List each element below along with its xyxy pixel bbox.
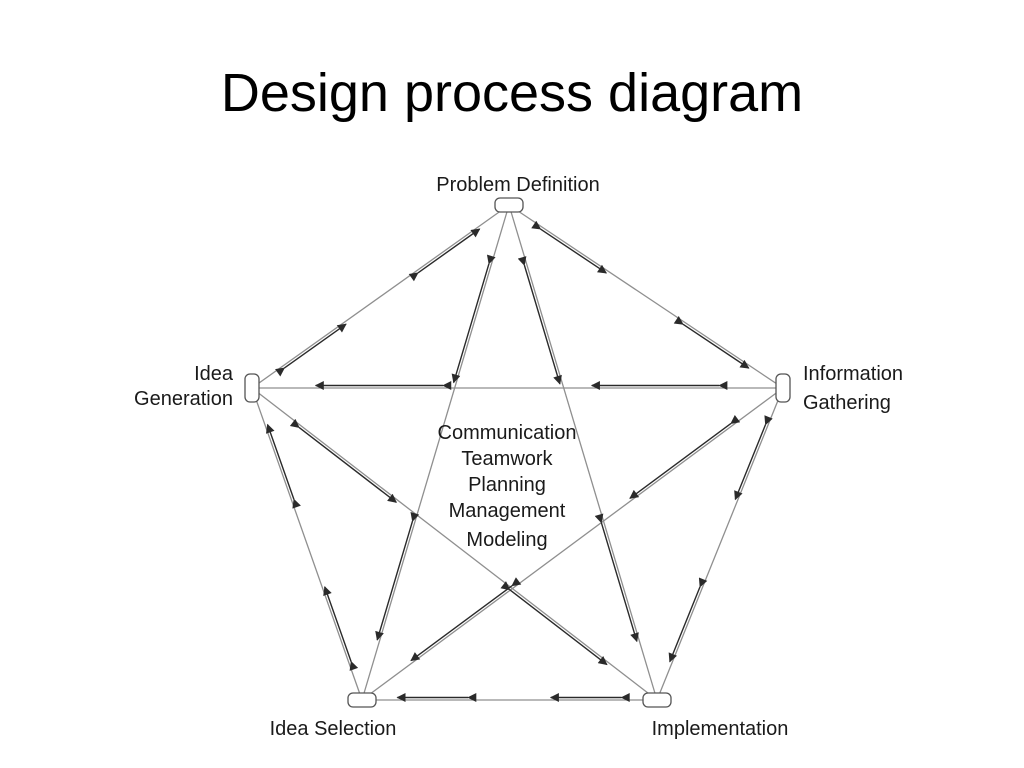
node-label-information-gathering-line2: Gathering bbox=[803, 392, 891, 414]
node-label-implementation: Implementation bbox=[652, 718, 789, 740]
edge-idea-generation-to-problem-definition bbox=[251, 204, 510, 389]
arrow-layer bbox=[266, 220, 773, 702]
double-arrow-information-gathering-to-implementation-far bbox=[668, 577, 708, 663]
center-label-planning: Planning bbox=[468, 474, 546, 496]
double-arrow-idea-selection-to-idea-generation-near bbox=[323, 585, 359, 671]
node-box-idea-selection bbox=[347, 692, 377, 708]
double-arrow-idea-generation-to-problem-definition-near bbox=[275, 323, 347, 377]
double-arrow-information-gathering-to-idea-selection-far bbox=[410, 577, 522, 662]
center-label-teamwork: Teamwork bbox=[461, 448, 553, 470]
center-label-modeling: Modeling bbox=[466, 529, 547, 551]
node-label-idea-generation-line2: Generation bbox=[134, 388, 233, 410]
double-arrow-idea-selection-to-idea-generation-far bbox=[266, 423, 301, 509]
double-arrow-problem-definition-to-information-gathering-near bbox=[531, 220, 607, 274]
node-label-problem-definition: Problem Definition bbox=[436, 174, 599, 196]
node-layer bbox=[244, 197, 791, 708]
double-arrow-information-gathering-to-implementation-near bbox=[734, 415, 773, 501]
double-arrow-problem-definition-to-idea-selection-far bbox=[375, 512, 420, 641]
node-box-information-gathering bbox=[775, 373, 791, 403]
double-arrow-problem-definition-to-implementation-far bbox=[594, 513, 639, 643]
double-arrow-idea-generation-to-problem-definition-far bbox=[408, 228, 481, 282]
node-box-problem-definition bbox=[494, 197, 524, 213]
double-arrow-idea-generation-to-implementation-far bbox=[500, 581, 608, 666]
node-label-idea-generation-line1: Idea bbox=[194, 363, 234, 385]
double-arrow-problem-definition-to-idea-selection-near bbox=[451, 254, 496, 384]
slide-title: Design process diagram bbox=[220, 63, 804, 123]
edge-problem-definition-to-information-gathering bbox=[508, 204, 784, 389]
node-box-idea-generation bbox=[244, 373, 260, 403]
center-label-communication: Communication bbox=[438, 422, 577, 444]
double-arrow-problem-definition-to-implementation-near bbox=[517, 256, 562, 385]
edge-idea-selection-to-idea-generation bbox=[251, 387, 363, 701]
center-label-management: Management bbox=[449, 500, 566, 522]
double-arrow-problem-definition-to-information-gathering-far bbox=[673, 315, 750, 369]
double-arrow-idea-generation-to-implementation-near bbox=[289, 418, 397, 503]
double-arrow-information-gathering-to-idea-selection-near bbox=[629, 414, 741, 499]
node-box-implementation bbox=[642, 692, 672, 708]
node-label-idea-selection: Idea Selection bbox=[270, 718, 397, 740]
node-label-information-gathering-line1: Information bbox=[803, 363, 903, 385]
